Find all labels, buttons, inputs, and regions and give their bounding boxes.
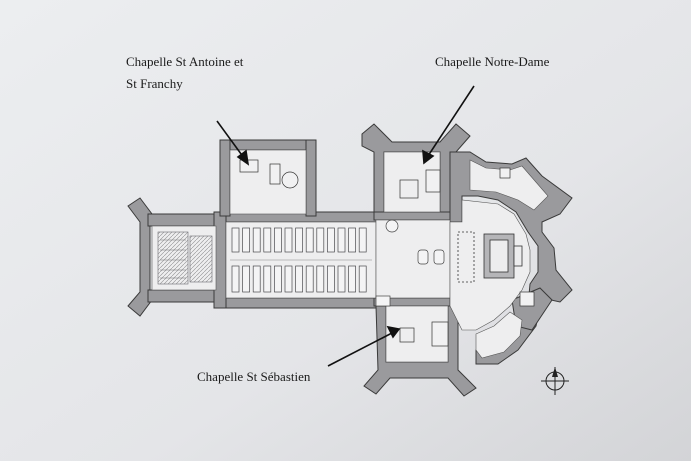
arrow-notre-dame [427,85,475,157]
pew [242,227,250,253]
arrow-notre-dame-head [422,149,435,165]
pew [295,227,303,253]
nave-pews [231,227,367,293]
pew [263,265,272,293]
font [433,249,445,265]
pew [316,265,325,293]
label-antoine-line1: Chapelle St Antoine et [126,54,244,69]
pew [305,227,314,253]
lectern [417,249,429,265]
arrow-antoine-head [236,149,250,166]
chapel-furniture [239,159,535,347]
pew [274,265,282,293]
south-door [375,295,391,307]
pew [252,265,261,293]
pew [231,265,240,293]
pew [327,227,335,253]
pew [274,227,282,253]
pew [295,265,303,293]
pew [305,265,314,293]
pew [337,227,346,253]
pew [284,227,293,253]
pew [231,227,240,253]
south-annex [475,311,523,359]
label-chapelle-sebastien: Chapelle St Sébastien [197,369,311,384]
west-stair [157,231,213,285]
pew [263,227,272,253]
pew [242,265,250,293]
pew [337,265,346,293]
chapel-notre-dame-room [383,151,441,213]
arrow-sebastien [327,332,393,367]
compass-north-icon [541,367,569,395]
label-antoine-line2: St Franchy [126,76,183,91]
pew [327,265,335,293]
pulpit [385,219,399,233]
pew [348,265,356,293]
pew [348,227,356,253]
crossing-features [375,219,445,307]
choir-altar [457,231,523,283]
north-annex [469,159,549,211]
arrow-sebastien-head [386,325,401,339]
pew [252,227,261,253]
pew [358,227,367,253]
pew [284,265,293,293]
label-chapelle-notre-dame: Chapelle Notre-Dame [435,54,550,69]
label-chapelle-antoine: Chapelle St Antoine et St Franchy [126,51,243,95]
arrow-antoine [216,120,245,159]
pew [316,227,325,253]
pew [358,265,367,293]
leader-arrows [216,85,475,367]
